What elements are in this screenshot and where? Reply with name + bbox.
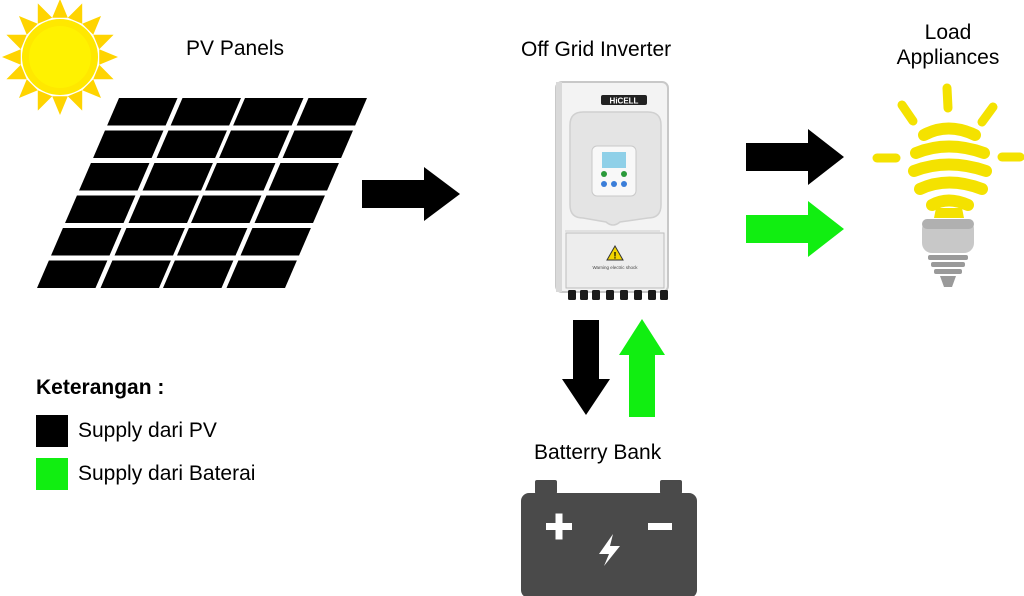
sun-ray xyxy=(18,15,38,35)
arrow-inverter-to-load-battery xyxy=(746,201,844,257)
solar-cell xyxy=(205,163,276,191)
solar-cell xyxy=(65,195,136,223)
solar-cell xyxy=(226,260,297,288)
inverter-port xyxy=(606,290,614,300)
inverter-port xyxy=(580,290,588,300)
sun-ray xyxy=(52,0,68,18)
inverter-port xyxy=(592,290,600,300)
solar-cell xyxy=(156,130,227,158)
solar-cell xyxy=(177,228,248,256)
svg-text:!: ! xyxy=(614,251,617,261)
legend-item-pv: Supply dari PV xyxy=(36,415,217,447)
sun-ray xyxy=(93,34,114,50)
solar-cell xyxy=(142,163,213,191)
legend-title: Keterangan : xyxy=(36,376,165,399)
inverter-port xyxy=(660,290,668,300)
sun-ray xyxy=(82,79,102,99)
solar-cell xyxy=(170,98,241,126)
solar-cell xyxy=(51,228,122,256)
sun-ray xyxy=(37,90,53,111)
battery-icon xyxy=(521,480,697,596)
sun-ray xyxy=(18,79,38,99)
legend-label-battery: Supply dari Baterai xyxy=(78,462,256,485)
legend-swatch-pv xyxy=(36,415,68,447)
solar-cell xyxy=(79,163,150,191)
solar-cell xyxy=(296,98,367,126)
arrow-inverter-to-load-pv xyxy=(746,129,844,185)
load-label-line1: Load xyxy=(924,21,972,44)
legend-swatch-battery xyxy=(36,458,68,490)
sun-ray xyxy=(99,49,118,65)
inverter-label: Off Grid Inverter xyxy=(521,38,672,61)
solar-cell xyxy=(268,163,339,191)
arrow-battery-to-inverter xyxy=(619,319,665,417)
solar-cell xyxy=(233,98,304,126)
warning-text: Warning electric shock xyxy=(592,265,638,270)
solar-cell xyxy=(240,228,311,256)
solar-cell xyxy=(100,260,171,288)
sun-icon xyxy=(2,0,118,115)
solar-cell xyxy=(163,260,234,288)
solar-cell xyxy=(114,228,185,256)
solar-cell xyxy=(37,260,108,288)
sun-ray xyxy=(67,3,83,24)
light-bulb-icon xyxy=(872,83,1024,287)
sun-ray xyxy=(2,49,21,65)
inverter-brand: HiCELL xyxy=(610,97,639,106)
load-label-line2: Appliances xyxy=(896,46,1000,70)
solar-panel-icon xyxy=(37,98,367,288)
sun-ray xyxy=(37,3,53,24)
inverter-port xyxy=(648,290,656,300)
solar-cell xyxy=(282,130,353,158)
solar-cell xyxy=(219,130,290,158)
inverter-port xyxy=(568,290,576,300)
pv-panels-label: PV Panels xyxy=(186,37,285,60)
solar-cell xyxy=(191,195,262,223)
sun-ray xyxy=(52,96,68,115)
sun-ray xyxy=(6,64,27,80)
solar-cell xyxy=(254,195,325,223)
inverter-icon: HiCELL ! Warning electric shock xyxy=(555,81,669,300)
sun-ray xyxy=(67,90,83,111)
solar-cell xyxy=(93,130,164,158)
load-label: Load Appliances xyxy=(880,20,1016,70)
sun-ray xyxy=(6,34,27,50)
warning-icon xyxy=(606,244,624,261)
sun-ray xyxy=(82,15,102,35)
inverter-port xyxy=(620,290,628,300)
battery-label: Batterry Bank xyxy=(534,441,662,464)
solar-cell xyxy=(128,195,199,223)
inverter-port xyxy=(634,290,642,300)
legend-label-pv: Supply dari PV xyxy=(78,419,217,442)
sun-ray xyxy=(93,64,114,80)
arrow-pv-to-inverter xyxy=(362,167,460,221)
legend-item-battery: Supply dari Baterai xyxy=(36,458,255,490)
solar-cell xyxy=(107,98,178,126)
arrow-inverter-to-battery xyxy=(562,320,610,415)
